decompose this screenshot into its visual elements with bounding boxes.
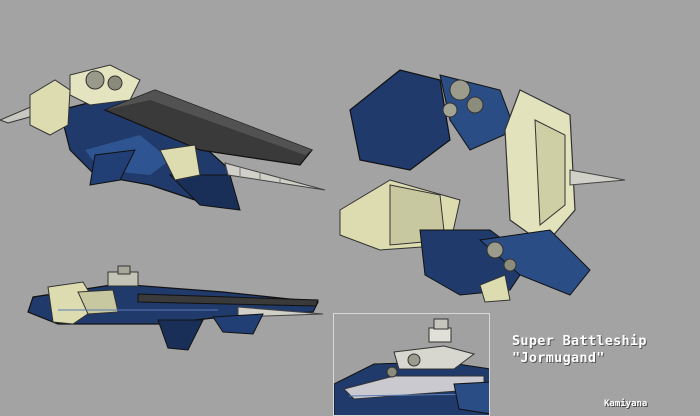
- bridge-closeup: [334, 318, 489, 415]
- ship-caption: Super Battleship "Jormugand": [512, 333, 647, 367]
- ship-perspective-view: [0, 64, 326, 211]
- artist-signature: Kamiyana: [604, 399, 648, 409]
- caption-line-name: Super Battleship: [512, 333, 647, 349]
- detail-inset: [333, 313, 490, 416]
- ship-side-view: [27, 265, 324, 351]
- caption-line-ship-name: "Jormugand": [512, 350, 605, 366]
- ship-front-view: [339, 69, 626, 303]
